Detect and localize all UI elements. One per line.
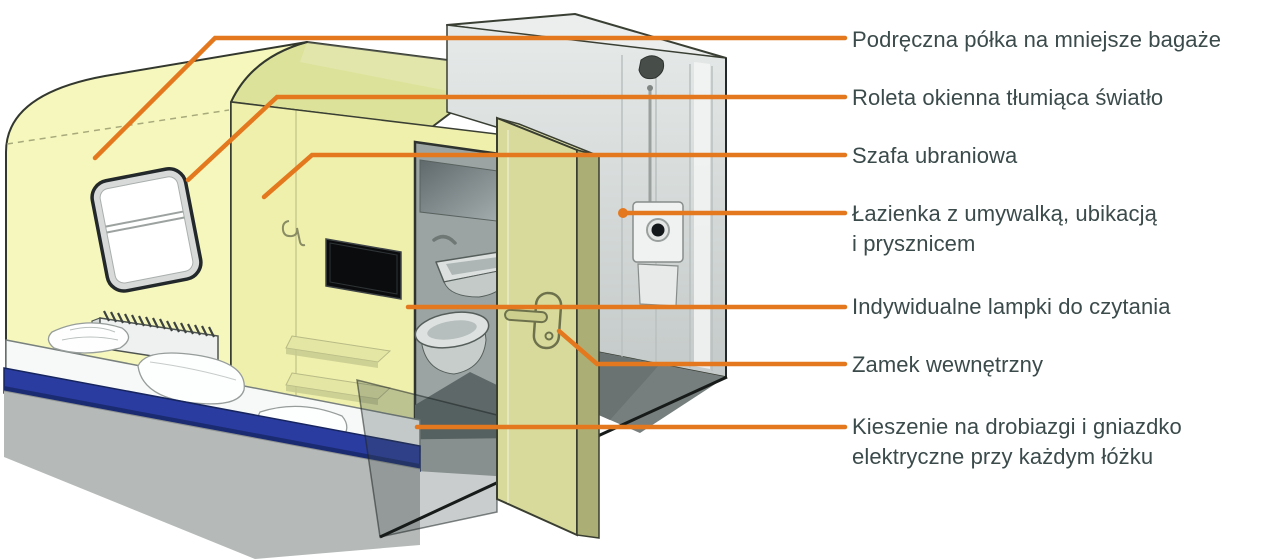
pillow [137, 352, 245, 405]
window-divider [106, 216, 185, 234]
callout-line-inner-lock [556, 328, 848, 367]
label-reading-lamps: Indywidualne lampki do czytania [852, 294, 1171, 319]
label-inner-lock: Zamek wewnętrzny [852, 352, 1044, 377]
label-luggage-shelf: Podręczna półka na mniejsze bagaże [852, 27, 1222, 52]
pillow-crease [149, 361, 237, 381]
folded-blanket [47, 322, 130, 354]
reading-light-panel [325, 238, 402, 300]
bright-strip [694, 62, 710, 369]
coat-hook-icon [281, 220, 306, 247]
base-silhouette [379, 375, 728, 539]
door-handle [504, 308, 548, 324]
shower-button [651, 223, 665, 237]
label-pockets-socket: Kieszenie na drobiazgi i gniazdko elektr… [852, 414, 1182, 469]
compartment-door [496, 116, 600, 539]
callout-lines [92, 35, 848, 430]
label-wardrobe: Szafa ubraniowa [852, 143, 1018, 168]
radiator-fins [103, 310, 215, 338]
toilet [414, 311, 490, 375]
label-window-blind: Roleta okienna tłumiąca światło [852, 85, 1164, 110]
blanket-folds [61, 326, 119, 341]
door-edge [576, 149, 600, 539]
window [90, 167, 203, 293]
keyhole [544, 331, 554, 341]
bed [3, 322, 421, 559]
callout-dot-bathroom [618, 208, 628, 218]
luggage-shelf-line [6, 109, 230, 145]
rail-mount [647, 85, 653, 91]
callout-line-window-blind [185, 94, 848, 183]
label-bathroom: Łazienka z umywalką, ubikacją i prysznic… [852, 201, 1157, 256]
callout-line-wardrobe [261, 152, 848, 200]
soap-dish [637, 263, 679, 307]
callout-line-luggage-shelf [92, 35, 848, 161]
platform-edge [3, 390, 421, 470]
window-divider [105, 210, 184, 228]
panel-inner [329, 242, 398, 295]
shower-head-icon [638, 55, 665, 80]
bed-platform [4, 391, 420, 559]
shower-module [446, 13, 727, 433]
